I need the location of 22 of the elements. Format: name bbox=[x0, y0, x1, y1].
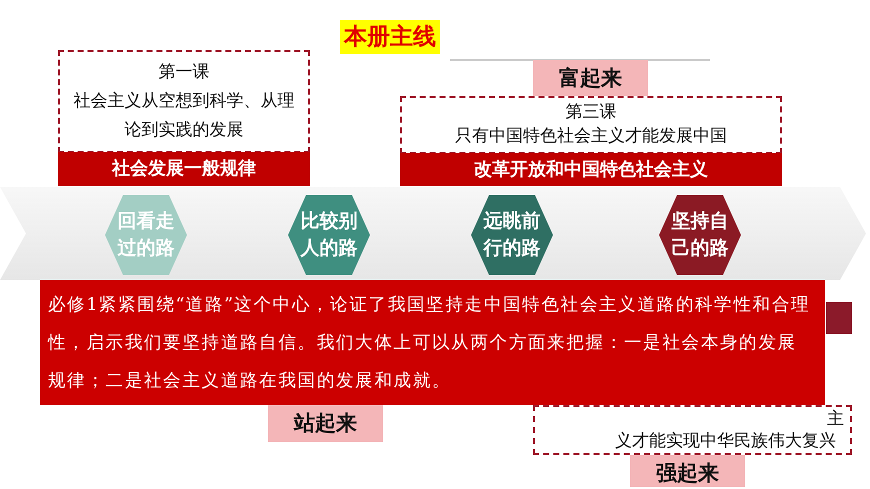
lesson-number: 第一课 bbox=[158, 61, 210, 84]
lesson-title: 主 bbox=[827, 408, 844, 431]
theme-banner: 社会发展一般规律 bbox=[58, 152, 310, 186]
lesson-number: 第三课 bbox=[566, 101, 616, 124]
stage-label: 站起来 bbox=[268, 405, 383, 442]
lesson-card bbox=[58, 50, 310, 153]
summary-panel: 必修1紧紧围绕“道路”这个中心，论证了我国坚持走中国特色社会主义道路的科学性和合理性，启示我们要坚持道路自信。我们大体上可以从两个方面来把握：一是社会本身的发展规律；二是社会主义道路在我国的发展和成就。 bbox=[40, 280, 825, 405]
slide-title: 本册主线 bbox=[340, 20, 440, 54]
stage-label: 富起来 bbox=[533, 60, 648, 96]
lesson-card bbox=[533, 405, 852, 455]
lesson-title: 社会主义从空想到科学、从理论到实践的发展 bbox=[72, 90, 296, 142]
hexagon-tile: 比较别人的路 bbox=[288, 195, 370, 275]
hexagon-tile: 坚持自己的路 bbox=[659, 195, 741, 275]
theme-banner: 改革开放和中国特色社会主义 bbox=[400, 153, 782, 186]
lesson-card bbox=[400, 96, 782, 154]
lesson-title: 只有中国特色社会主义才能发展中国 bbox=[454, 125, 728, 148]
hexagon-tile: 回看走过的路 bbox=[105, 195, 187, 275]
hexagon-tile: 远眺前行的路 bbox=[471, 195, 553, 275]
timeline-arrow-band bbox=[0, 187, 866, 280]
header-band bbox=[826, 302, 852, 334]
lesson-title: 义才能实现中华民族伟大复兴 bbox=[615, 430, 836, 453]
stage-label: 强起来 bbox=[630, 455, 745, 487]
